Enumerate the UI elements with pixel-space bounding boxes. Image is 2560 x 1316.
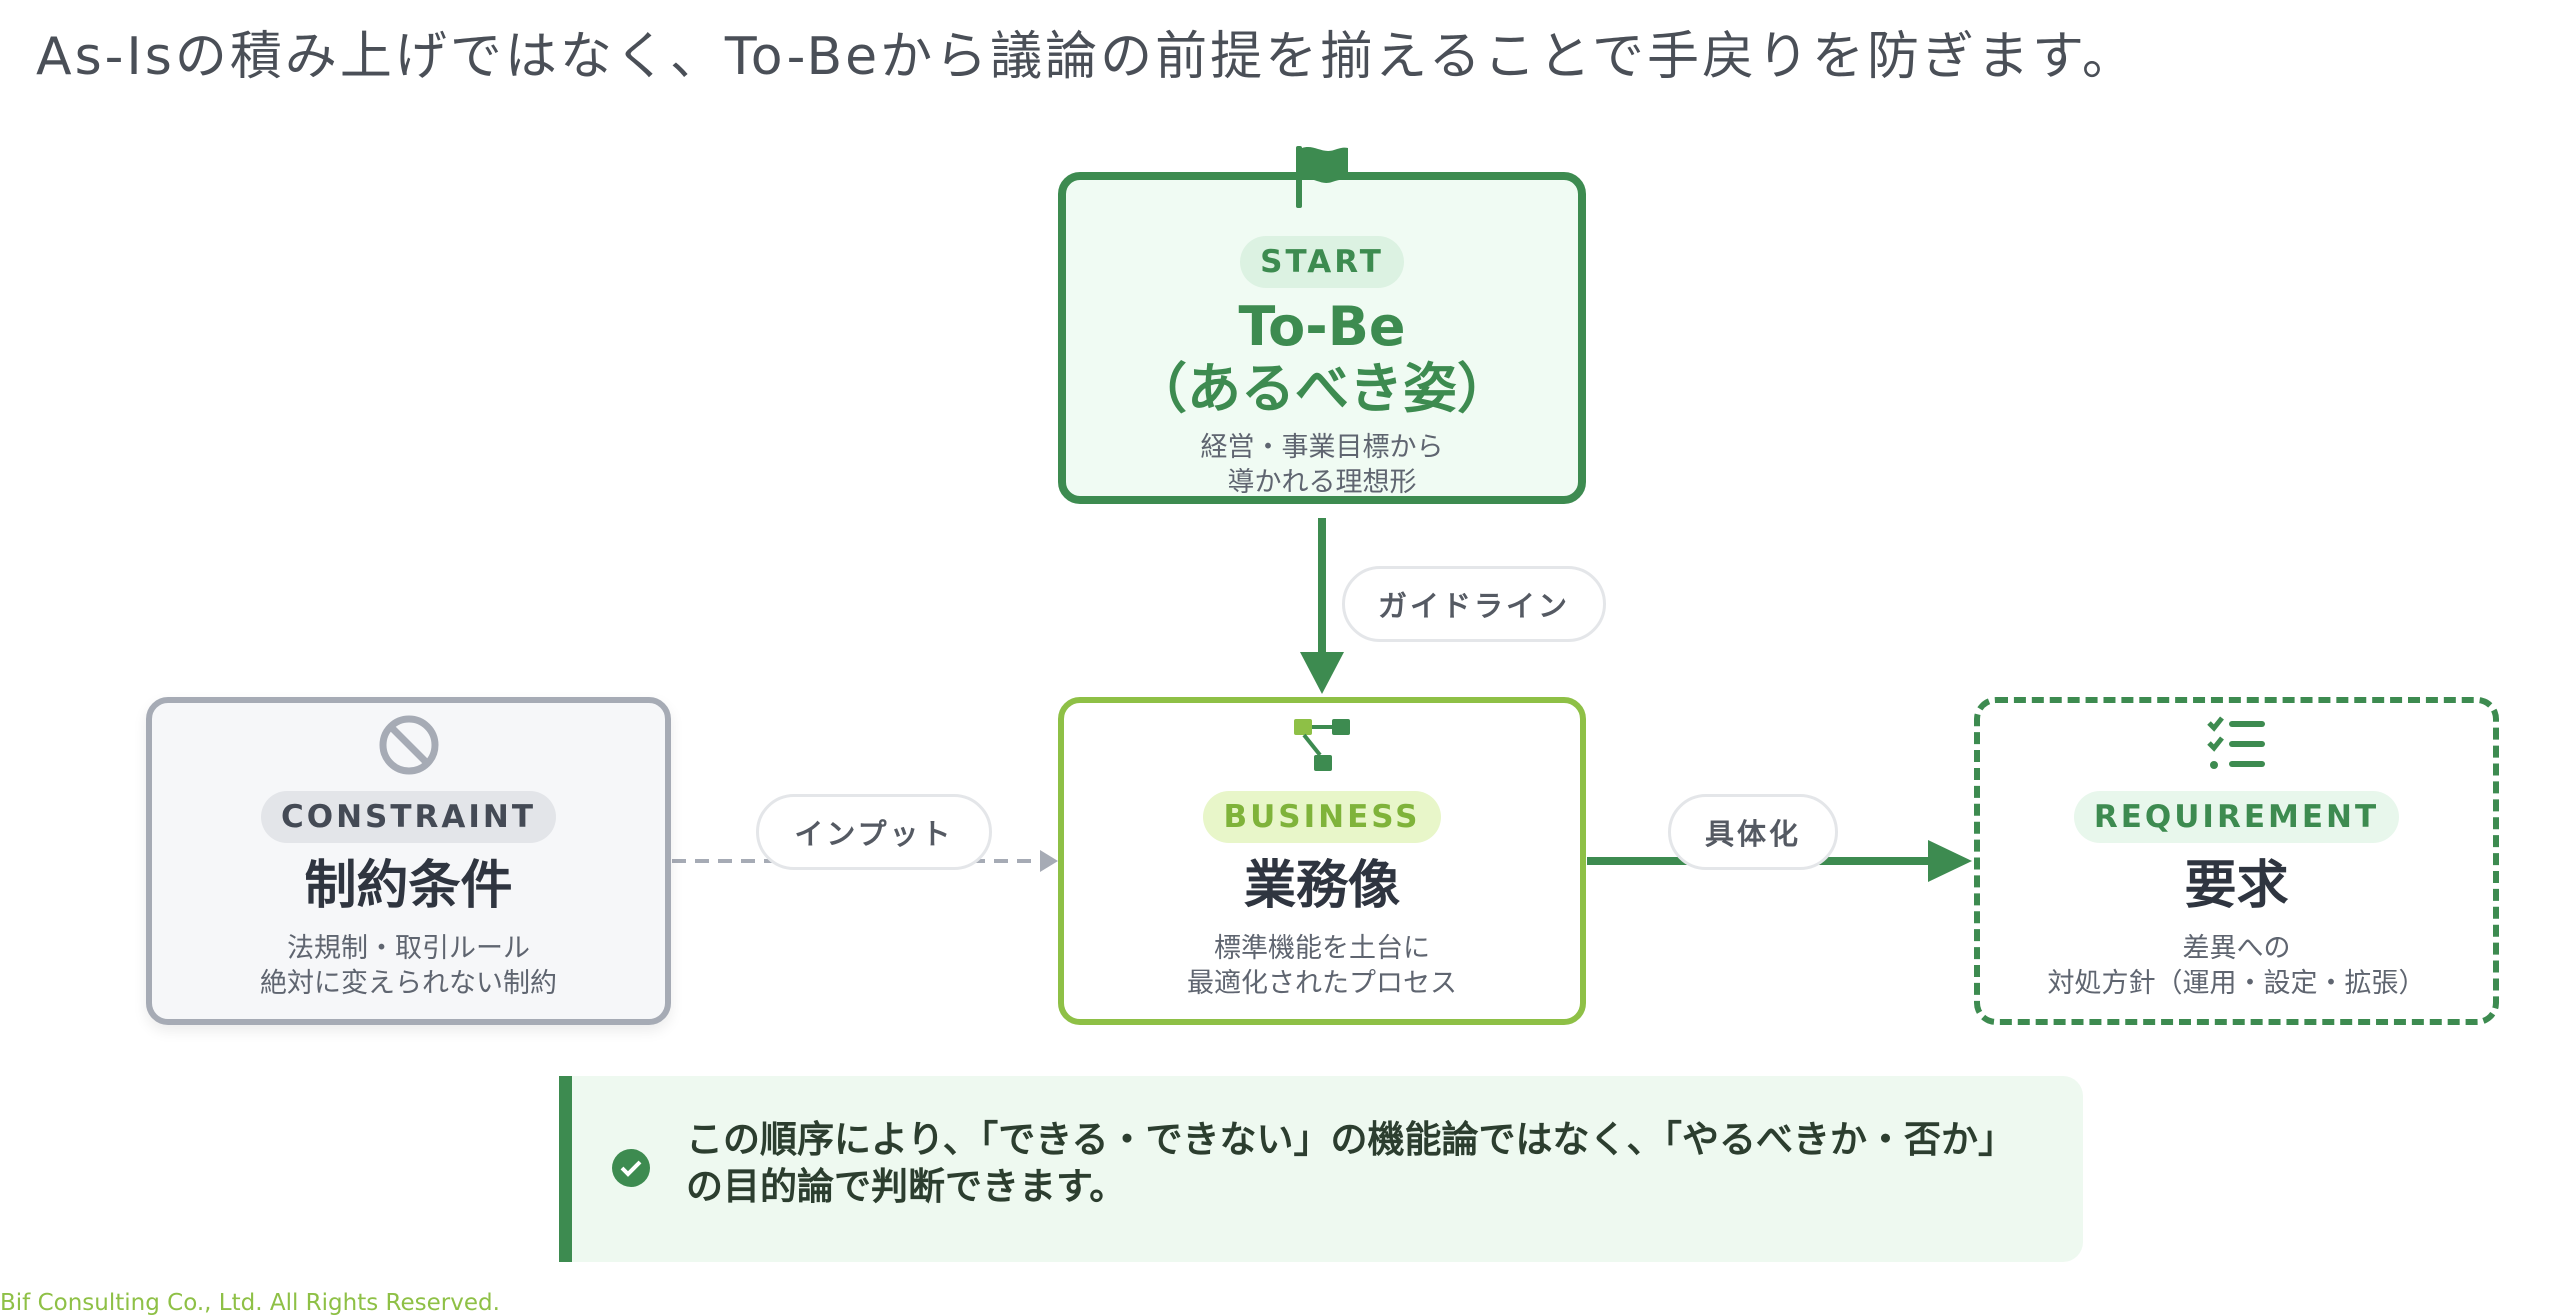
flag-icon (1296, 146, 1348, 208)
constraint-node: CONSTRAINT 制約条件 法規制・取引ルール 絶対に変えられない制約 (146, 697, 671, 1025)
start-badge: START (1240, 236, 1404, 288)
requirement-node: REQUIREMENT 要求 差異への 対処方針（運用・設定・拡張） (1974, 697, 2499, 1025)
checklist-icon (2206, 716, 2265, 769)
tobe-title: To-Be （あるべき姿） (1133, 295, 1511, 420)
prohibited-icon (379, 715, 438, 775)
business-description: 標準機能を土台に 最適化されたプロセス (1187, 933, 1457, 999)
input-label: インプット (756, 794, 992, 870)
check-circle-icon (612, 1149, 650, 1187)
copyright-footer: Bif Consulting Co., Ltd. All Rights Rese… (0, 1290, 500, 1316)
tobe-description: 経営・事業目標から 導かれる理想形 (1200, 432, 1444, 498)
constraint-title: 制約条件 (304, 856, 513, 916)
guideline-label: ガイドライン (1342, 566, 1606, 642)
constraint-badge: CONSTRAINT (260, 791, 556, 843)
business-badge: BUSINESS (1203, 791, 1441, 843)
input-arrowhead (1040, 850, 1058, 872)
requirement-description: 差異への 対処方針（運用・設定・拡張） (2047, 933, 2426, 999)
summary-callout: この順序により、「できる・できない」の機能論ではなく、「やるべきか・否か」 の目… (559, 1076, 2083, 1262)
requirement-title: 要求 (2184, 856, 2289, 916)
tobe-node: START To-Be （あるべき姿） 経営・事業目標から 導かれる理想形 (1058, 172, 1586, 504)
concretize-arrowhead (1928, 840, 1972, 882)
process-flow-icon (1294, 719, 1350, 771)
concretize-label: 具体化 (1668, 794, 1838, 870)
business-title: 業務像 (1243, 856, 1400, 916)
business-node: BUSINESS 業務像 標準機能を土台に 最適化されたプロセス (1058, 697, 1586, 1025)
guideline-arrowhead (1300, 652, 1344, 694)
summary-text: この順序により、「できる・できない」の機能論ではなく、「やるべきか・否か」 の目… (686, 1118, 2016, 1208)
requirement-badge: REQUIREMENT (2073, 791, 2400, 843)
page-title: As-Isの積み上げではなく、To-Beから議論の前提を揃えることで手戻りを防ぎ… (36, 27, 2137, 87)
constraint-description: 法規制・取引ルール 絶対に変えられない制約 (260, 933, 557, 999)
